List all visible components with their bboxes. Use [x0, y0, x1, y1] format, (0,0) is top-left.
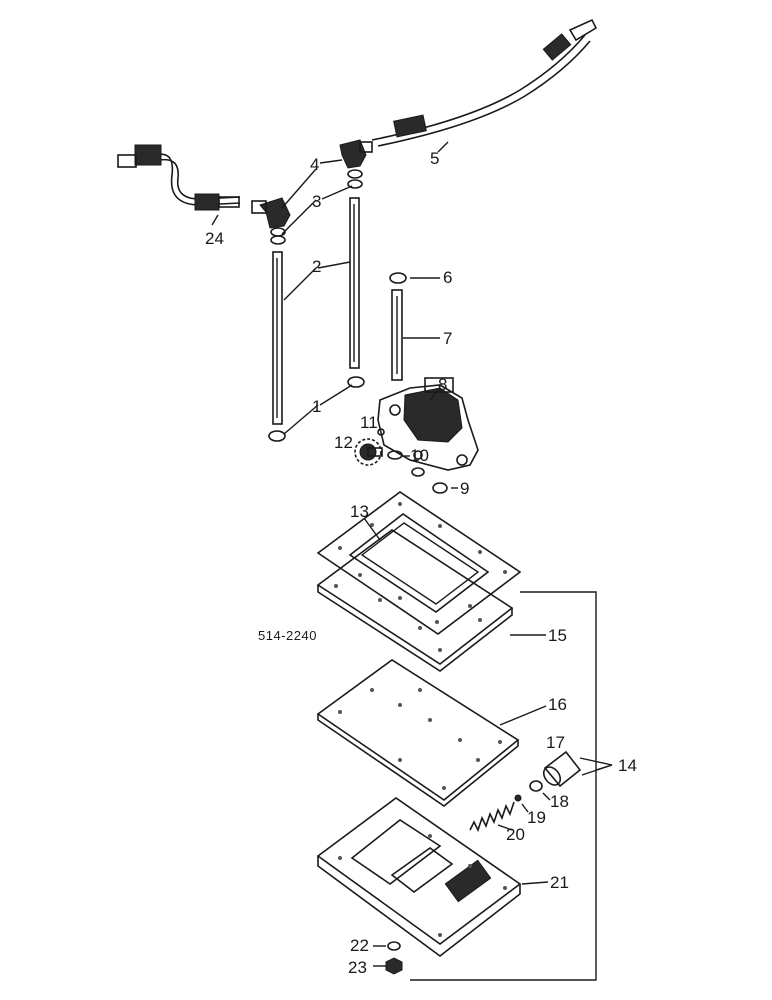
- callout-6: 6: [443, 268, 452, 287]
- callout-20: 20: [506, 825, 525, 844]
- callout-21: 21: [550, 873, 569, 892]
- valve-body-21: [316, 797, 522, 958]
- o-ring-6: [389, 272, 407, 284]
- gear-12: [354, 438, 383, 466]
- assembly-bracket-14: [410, 591, 613, 981]
- callout-7: 7: [443, 329, 452, 348]
- callout-9: 9: [460, 479, 469, 498]
- washer-22: [387, 941, 401, 951]
- ring-11: [377, 428, 385, 436]
- callout-18: 18: [550, 792, 569, 811]
- plate-15: [316, 529, 514, 672]
- plug-17: [542, 750, 582, 788]
- callout-22: 22: [350, 936, 369, 955]
- pump-assembly-8: [377, 377, 479, 471]
- nut-23: [385, 957, 403, 975]
- callout-15: 15: [548, 626, 567, 645]
- callout-23: 23: [348, 958, 367, 977]
- spring-20: [469, 801, 515, 833]
- plate-16: [316, 659, 520, 807]
- callout-17: 17: [546, 733, 565, 752]
- callout-24: 24: [205, 229, 224, 248]
- callout-11: 11: [360, 413, 378, 432]
- callout-1: 1: [312, 397, 321, 416]
- tube-7: [391, 289, 403, 381]
- callout-labels: 1 2 3 4 5 6 7 8 9 10 11 12 13 14 15 16 1…: [205, 149, 637, 977]
- ring-10: [387, 450, 425, 477]
- leader-lines: [211, 141, 551, 967]
- callout-4: 4: [310, 155, 319, 174]
- callout-12: 12: [334, 433, 353, 452]
- ring-18: [529, 780, 543, 792]
- gasket-13: [316, 491, 522, 635]
- callout-16: 16: [548, 695, 567, 714]
- callout-13: 13: [350, 502, 369, 521]
- hydraulic-tube-24: [117, 144, 241, 211]
- callout-10: 10: [410, 446, 429, 465]
- callout-2: 2: [312, 257, 321, 276]
- callout-19: 19: [527, 808, 546, 827]
- hydraulic-tube-5: [371, 18, 598, 147]
- callout-3: 3: [312, 192, 321, 211]
- elbow-fitting-left: [251, 197, 291, 245]
- tube-2-left: [268, 251, 286, 442]
- elbow-fitting-right: [339, 139, 373, 189]
- tube-2-right: [347, 197, 365, 388]
- reference-number: 514-2240: [258, 628, 317, 643]
- callout-14: 14: [618, 756, 637, 775]
- ball-19: [514, 794, 522, 802]
- callout-5: 5: [430, 149, 439, 168]
- callout-8: 8: [438, 375, 447, 394]
- ring-9: [432, 482, 448, 494]
